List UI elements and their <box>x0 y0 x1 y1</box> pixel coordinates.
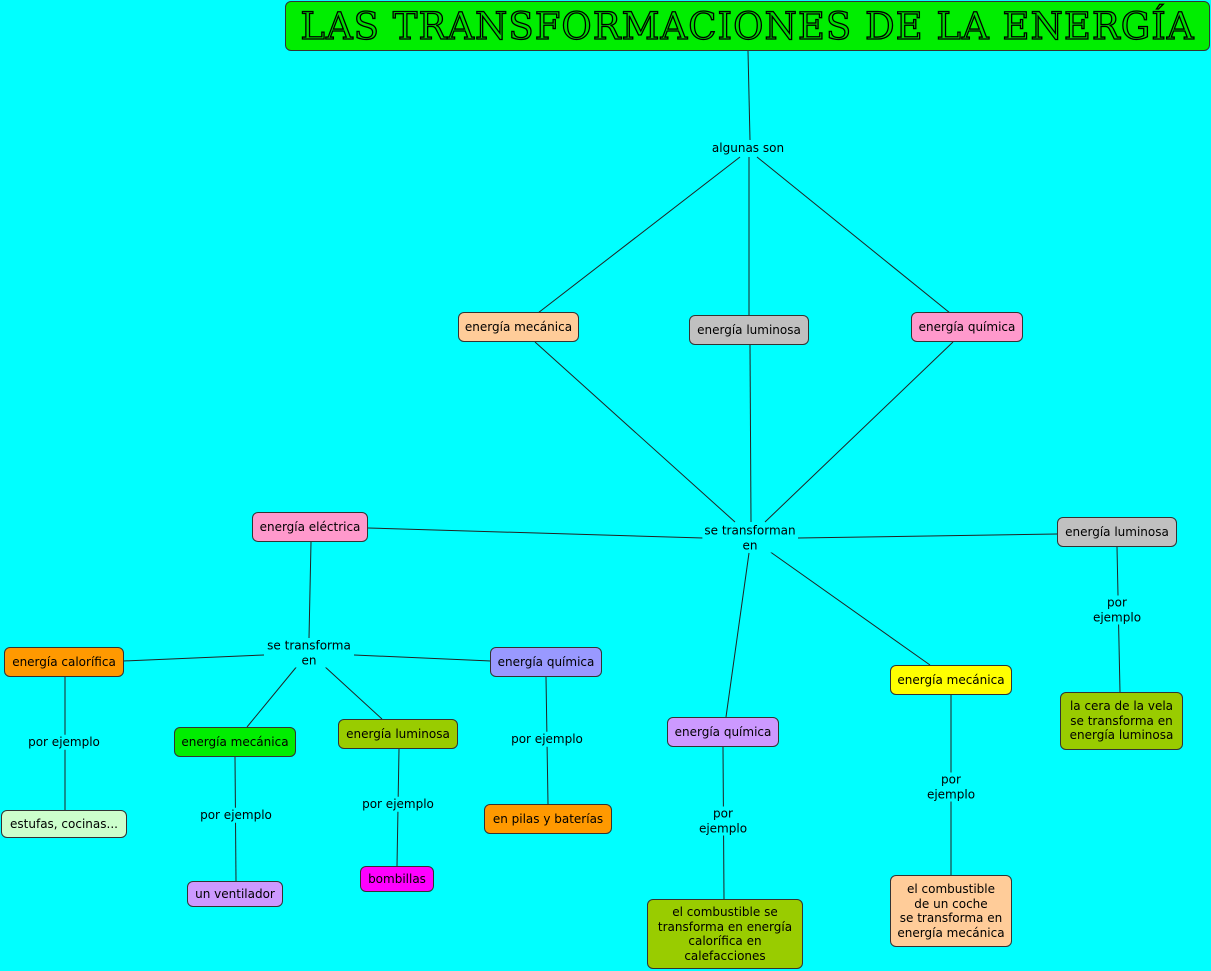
title-banner: LAS TRANSFORMACIONES DE LA ENERGÍA <box>285 1 1210 51</box>
line-transforma-quimica-left <box>353 654 492 662</box>
node-energia-luminosa-top[interactable]: energía luminosa <box>689 315 809 345</box>
node-en-pilas-y-baterias[interactable]: en pilas y baterías <box>484 804 612 834</box>
line-luminosa-transforman <box>749 344 752 523</box>
line-transforma-mecanica-left <box>246 664 299 728</box>
line-transforman-mecanica-right <box>768 550 931 666</box>
node-cera-vela[interactable]: la cera de la vela se transforma en ener… <box>1060 692 1183 750</box>
node-energia-calorifica[interactable]: energía calorífica <box>4 647 124 677</box>
node-energia-luminosa-right[interactable]: energía luminosa <box>1057 517 1177 547</box>
line-quimica-transforman <box>764 341 954 523</box>
link-label-se-transforma-en: se transforma en <box>265 638 353 668</box>
line-transforma-luminosa-left <box>322 664 383 720</box>
line-electrica-transforman <box>367 527 704 539</box>
line-transforman-luminosa-right <box>797 533 1058 539</box>
link-label-por-ejemplo-mecanica-left: por ejemplo <box>198 807 274 823</box>
node-energia-quimica-center[interactable]: energía química <box>667 717 779 747</box>
line-algunas-quimica <box>756 156 951 314</box>
link-label-por-ejemplo-luminosa-right: por ejemplo <box>1090 595 1144 625</box>
link-label-por-ejemplo-luminosa-left: por ejemplo <box>360 796 436 812</box>
link-label-se-transforman-en: se transforman en <box>702 523 798 553</box>
node-combustible-calefacciones[interactable]: el combustible se transforma en energía … <box>647 899 803 969</box>
line-transforma-calorifica <box>122 654 265 662</box>
line-transforman-quimica-center <box>725 552 750 718</box>
link-label-por-ejemplo-mecanica-right: por ejemplo <box>924 772 978 802</box>
node-estufas-cocinas[interactable]: estufas, cocinas... <box>1 810 127 838</box>
node-energia-electrica[interactable]: energía eléctrica <box>252 512 368 542</box>
node-energia-mecanica-left[interactable]: energía mecánica <box>174 727 296 757</box>
link-label-por-ejemplo-calorifica: por ejemplo <box>26 734 102 750</box>
node-energia-mecanica-top[interactable]: energía mecánica <box>458 312 579 342</box>
node-energia-quimica-left[interactable]: energía química <box>490 647 602 677</box>
link-label-por-ejemplo-quimica-left: por ejemplo <box>509 731 585 747</box>
link-label-algunas-son: algunas son <box>709 140 787 156</box>
node-energia-mecanica-right[interactable]: energía mecánica <box>890 665 1012 695</box>
node-energia-luminosa-left[interactable]: energía luminosa <box>338 719 458 749</box>
line-title-algunas <box>747 50 751 141</box>
node-energia-quimica-top[interactable]: energía química <box>911 312 1023 342</box>
node-un-ventilador[interactable]: un ventilador <box>187 881 283 907</box>
line-electrica-transforma <box>308 541 312 639</box>
line-algunas-mecanica <box>537 156 741 314</box>
node-bombillas[interactable]: bombillas <box>360 866 434 892</box>
link-label-por-ejemplo-quimica-center: por ejemplo <box>696 806 750 836</box>
node-combustible-coche[interactable]: el combustible de un coche se transforma… <box>890 875 1012 947</box>
line-mecanica-transforman <box>534 341 736 523</box>
